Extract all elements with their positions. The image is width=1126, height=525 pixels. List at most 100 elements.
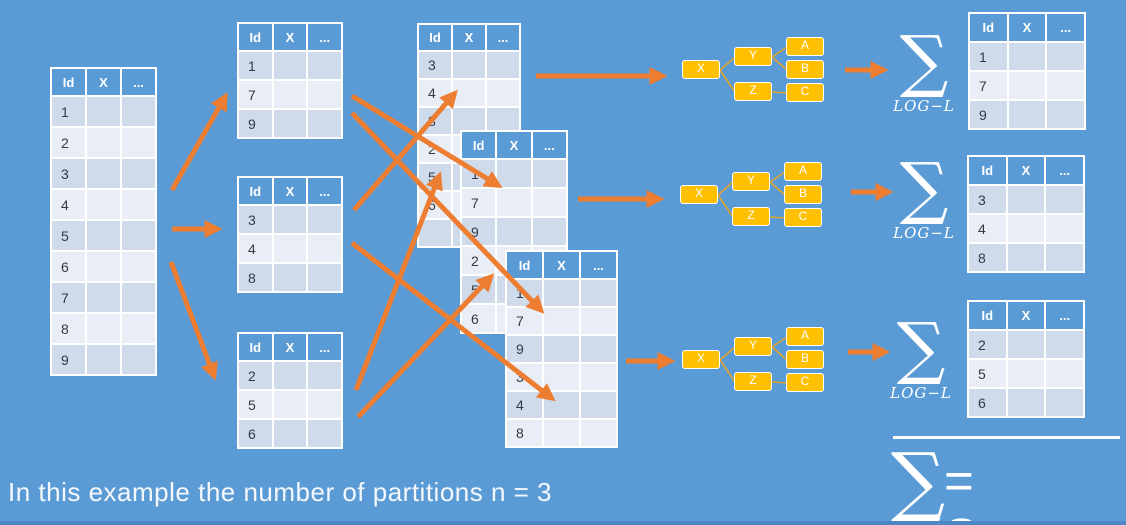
- cell-more: [308, 391, 341, 418]
- col-header-id: Id: [52, 69, 85, 95]
- source-table: Id X ... 1 2 3 4 5 6 7 8 9: [50, 67, 157, 376]
- col-header-x: X: [273, 178, 307, 204]
- table-row: 4: [969, 215, 1083, 242]
- cell-id: 8: [507, 420, 542, 446]
- cell-more: [122, 283, 155, 312]
- cell-id: 7: [52, 283, 85, 312]
- table-row: 5: [52, 221, 155, 250]
- node-y: Y: [734, 337, 772, 356]
- sigma-subscript: LOG−L: [893, 223, 955, 242]
- cell-more: [532, 218, 566, 245]
- col-header-id: Id: [507, 252, 542, 278]
- cell-more: [308, 206, 341, 233]
- cell-more: [1046, 331, 1083, 358]
- cell-more: [308, 110, 341, 137]
- cell-id: 9: [970, 101, 1007, 128]
- partition-table-2: Id X ... 3 4 8: [237, 176, 343, 293]
- table-row: 3: [419, 52, 519, 78]
- col-header-more: ...: [1047, 14, 1084, 41]
- cell-more: [308, 264, 341, 291]
- cell-more: [308, 81, 341, 108]
- cell-id: 1: [239, 52, 272, 79]
- cell-id: 9: [507, 336, 542, 362]
- table-row: 7: [970, 72, 1084, 99]
- cell-x: [544, 280, 579, 306]
- scoring-table-3: Id X ... 2 5 6: [967, 300, 1085, 418]
- node-a: A: [786, 37, 824, 56]
- table-row: 4: [239, 235, 341, 262]
- cell-more: [122, 159, 155, 188]
- table-row: 4: [507, 392, 616, 418]
- cell-x: [87, 283, 120, 312]
- equals-score-text: = Score: [944, 452, 1081, 525]
- partition-table-3: Id X ... 2 5 6: [237, 332, 343, 449]
- col-header-x: X: [497, 132, 531, 158]
- cell-x: [1008, 72, 1046, 99]
- cell-more: [308, 362, 341, 389]
- cell-x: [544, 308, 579, 334]
- log-likelihood-sum-1: ∑ LOG−L: [876, 28, 972, 115]
- col-header-id: Id: [239, 334, 272, 360]
- cell-more: [581, 308, 616, 334]
- log-likelihood-sum-2: ∑ LOG−L: [876, 149, 972, 242]
- cell-id: 7: [462, 189, 496, 216]
- cell-x: [1007, 331, 1045, 358]
- col-header-more: ...: [122, 69, 155, 95]
- cell-x: [87, 252, 120, 281]
- network-connectors: [719, 336, 788, 384]
- col-header-id: Id: [969, 302, 1006, 329]
- table-row: 2: [52, 128, 155, 157]
- cell-id: 7: [239, 81, 272, 108]
- cell-x: [87, 128, 120, 157]
- cell-id: 5: [52, 221, 85, 250]
- cell-id: 3: [419, 52, 451, 78]
- col-header-x: X: [1008, 14, 1046, 41]
- table-row: 5: [969, 360, 1083, 387]
- cell-more: [1046, 389, 1083, 416]
- cell-id: 5: [239, 391, 272, 418]
- col-header-id: Id: [419, 25, 451, 50]
- log-likelihood-sum-3: ∑ LOG−L: [873, 315, 969, 402]
- cell-more: [122, 128, 155, 157]
- cell-id: 3: [52, 159, 85, 188]
- cell-x: [87, 190, 120, 219]
- cell-x: [273, 206, 307, 233]
- node-a: A: [786, 327, 824, 346]
- col-header-id: Id: [970, 14, 1007, 41]
- fraction-rule: [893, 436, 1120, 439]
- cell-more: [581, 336, 616, 362]
- cell-more: [581, 280, 616, 306]
- node-c: C: [786, 83, 824, 102]
- cell-id: 5: [419, 164, 451, 190]
- cell-x: [544, 392, 579, 418]
- table-row: 7: [239, 81, 341, 108]
- col-header-x: X: [87, 69, 120, 95]
- table-row: 6: [52, 252, 155, 281]
- cell-id: 2: [52, 128, 85, 157]
- sigma-symbol: ∑: [890, 436, 946, 525]
- cell-x: [1007, 360, 1045, 387]
- cell-x: [273, 52, 307, 79]
- table-row: 9: [239, 110, 341, 137]
- cell-more: [1046, 244, 1083, 271]
- arrow-source-to-partition-1: [169, 92, 228, 192]
- network-connectors: [719, 46, 788, 94]
- node-y: Y: [734, 47, 772, 66]
- cell-more: [1047, 72, 1084, 99]
- network-diagram-3: X Y Z A B C: [682, 327, 825, 393]
- cell-id: 6: [239, 420, 272, 447]
- cell-x: [1008, 101, 1046, 128]
- network-connectors: [717, 171, 786, 219]
- col-header-more: ...: [1046, 302, 1083, 329]
- node-c: C: [784, 208, 822, 227]
- col-header-more: ...: [1046, 157, 1083, 184]
- col-header-more: ...: [308, 24, 341, 50]
- table-row: 6: [969, 389, 1083, 416]
- table-row: 2: [969, 331, 1083, 358]
- cell-id: 6: [969, 389, 1006, 416]
- cell-x: [497, 218, 531, 245]
- table-row: 7: [52, 283, 155, 312]
- sigma-symbol: ∑: [899, 149, 949, 228]
- slide-bottom-edge: [0, 521, 1126, 525]
- cell-id: 2: [419, 136, 451, 162]
